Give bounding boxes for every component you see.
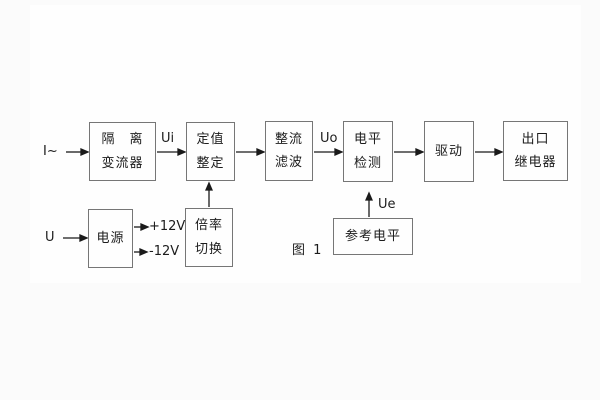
arrowhead-level-to-drive — [415, 148, 425, 156]
arrowhead-reference-to-level — [365, 191, 373, 201]
block-ratio-switch-line2: 切换 — [194, 241, 223, 257]
label-uo: Uo — [320, 131, 338, 146]
block-rectifier-filter: 整流 滤波 — [265, 121, 313, 181]
block-ratio-switch-line1: 倍率 — [194, 218, 223, 234]
arrowhead-ratio-to-setting — [205, 181, 213, 191]
block-rectifier-filter-line1: 整流 — [274, 131, 303, 147]
arrowhead-rectifier-to-level — [334, 148, 344, 156]
block-level-detection-line1: 电平 — [353, 132, 382, 147]
block-isolation-transformer: 隔 离 变流器 — [89, 122, 156, 181]
block-isolation-transformer-line2: 变流器 — [101, 155, 144, 171]
label-plus-12v: +12V — [149, 219, 186, 234]
block-setting-adjustment: 定值 整定 — [186, 122, 235, 181]
arrowhead-i-to-isolation — [80, 148, 90, 156]
label-ue: Ue — [378, 197, 396, 212]
block-drive-line1: 驱动 — [434, 144, 463, 159]
label-minus-12v: -12V — [149, 244, 180, 259]
block-rectifier-filter-line2: 滤波 — [274, 155, 303, 171]
block-level-detection: 电平 检测 — [343, 121, 393, 182]
label-i-input: I~ — [43, 144, 58, 159]
block-level-detection-line2: 检测 — [353, 156, 382, 171]
block-reference-level-line1: 参考电平 — [344, 229, 401, 244]
block-drive: 驱动 — [424, 121, 474, 182]
block-output-relay-line1: 出口 — [521, 131, 550, 147]
arrowhead-drive-to-relay — [494, 148, 504, 156]
label-ui: Ui — [161, 131, 175, 146]
arrowhead-power-to-plus12 — [140, 223, 150, 231]
block-isolation-transformer-line1: 隔 离 — [101, 132, 144, 148]
block-reference-level: 参考电平 — [333, 218, 413, 255]
block-power-supply: 电源 — [88, 209, 133, 268]
arrowhead-setting-to-rectifier — [256, 148, 266, 156]
figure-caption: 图 1 — [292, 243, 324, 258]
block-output-relay: 出口 继电器 — [503, 121, 568, 181]
block-setting-adjustment-line1: 定值 — [196, 132, 225, 148]
arrowhead-u-to-power — [79, 234, 89, 242]
arrowhead-power-to-minus12 — [139, 248, 149, 256]
label-u-input: U — [45, 230, 55, 245]
block-output-relay-line2: 继电器 — [514, 155, 557, 171]
block-ratio-switch: 倍率 切换 — [185, 208, 233, 267]
block-setting-adjustment-line2: 整定 — [196, 155, 225, 171]
block-power-supply-line1: 电源 — [96, 231, 125, 246]
arrowhead-isolation-to-setting — [177, 148, 187, 156]
